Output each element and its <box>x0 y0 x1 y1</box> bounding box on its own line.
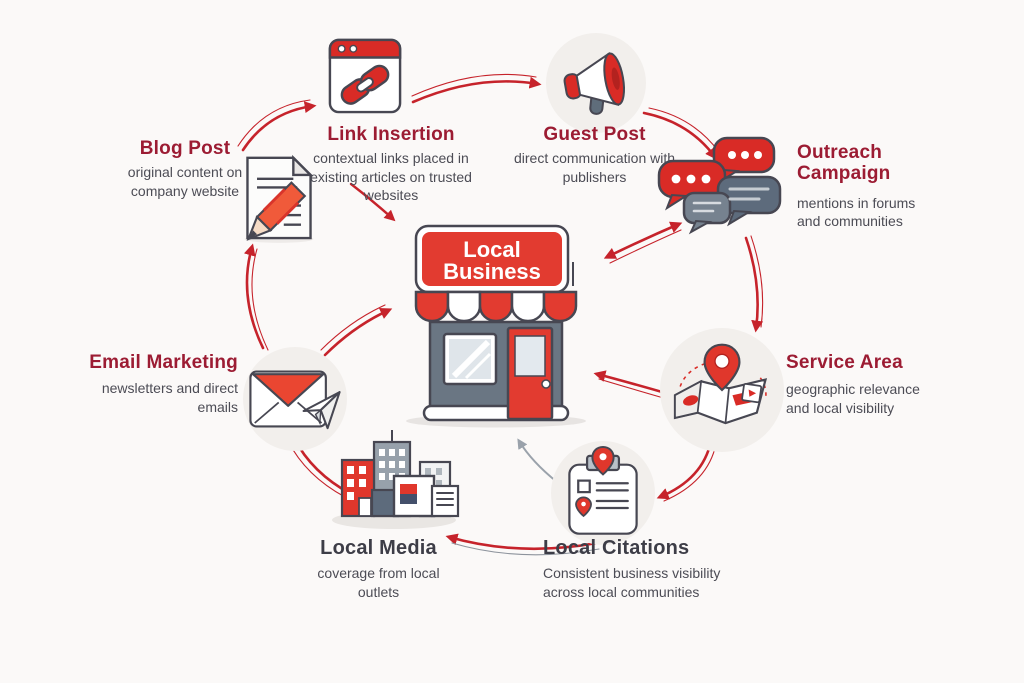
arrow-blog-to-link-line2 <box>237 99 311 147</box>
map-pin-icon <box>673 343 768 425</box>
megaphone-icon <box>563 51 625 115</box>
outreach-campaign-title: Outreach Campaign <box>797 142 891 185</box>
arrow-outreach-to-service <box>744 236 764 333</box>
arrow-center-outreach-twoway-line2 <box>609 229 682 264</box>
arrow-link-to-guest <box>411 76 542 104</box>
email-marketing-title: Email Marketing <box>89 352 238 373</box>
document-pencil-icon <box>244 154 314 243</box>
guest-post-description: direct communication with publishers <box>513 150 676 185</box>
chat-bubbles-icon <box>657 136 782 235</box>
local-media-description: coverage from local outlets <box>317 565 440 600</box>
envelope-paper-plane-icon <box>249 370 341 430</box>
arrow-email-to-blog <box>243 243 265 350</box>
local-citations-title: Local Citations <box>543 537 690 559</box>
arrow-center-outreach-twoway <box>603 221 683 259</box>
service-area-icon-wrap <box>660 328 784 452</box>
node-email-marketing: Email Marketing newsletters and direct e… <box>88 352 238 416</box>
node-service-area: Service Area geographic relevance and lo… <box>786 352 928 417</box>
arrow-email-to-blog-line2 <box>251 248 269 351</box>
guest-post-icon-wrap <box>546 33 646 133</box>
blog-post-icon-wrap <box>236 146 322 246</box>
browser-link-icon <box>328 38 402 114</box>
arrow-email-to-center <box>323 308 393 357</box>
outreach-icon-wrap <box>657 136 786 235</box>
arrow-guest-to-outreach-line2 <box>648 107 720 153</box>
link-insertion-title: Link Insertion <box>327 124 455 145</box>
outreach-campaign-description: mentions in forums and communities <box>797 194 916 229</box>
storefront-icon: Local Business <box>406 224 586 428</box>
link-insertion-description: contextual links placed in existing arti… <box>310 150 472 204</box>
arrow-link-to-center <box>349 182 396 222</box>
local-media-icon-wrap <box>328 428 460 532</box>
city-buildings-icon <box>332 430 460 529</box>
node-local-citations: Local Citations Consistent business visi… <box>543 537 753 601</box>
local-citations-description: Consistent business visibility across lo… <box>543 565 721 600</box>
arrow-citations-to-center-gray <box>517 438 558 483</box>
blog-post-description: original content on company website <box>127 164 243 199</box>
blog-post-title: Blog Post <box>139 138 231 159</box>
service-area-title: Service Area <box>786 352 903 373</box>
local-business-storefront: Local Business <box>400 220 592 430</box>
node-outreach-campaign: Outreach Campaign mentions in forums and… <box>797 142 925 230</box>
arrow-citations-to-media <box>445 533 599 551</box>
local-citations-icon-wrap <box>551 441 655 545</box>
node-guest-post: Guest Post direct communication with pub… <box>502 124 687 186</box>
arrow-email-to-center-line2 <box>320 304 386 351</box>
arrow-blog-to-link <box>241 101 317 152</box>
email-marketing-icon-wrap <box>243 347 347 451</box>
service-area-description: geographic relevance and local visibilit… <box>786 381 920 416</box>
arrow-link-to-guest-line2 <box>411 73 537 97</box>
node-blog-post: Blog Post original content on company we… <box>105 138 265 200</box>
arrow-citations-to-media-line2 <box>451 542 600 556</box>
email-marketing-description: newsletters and direct emails <box>101 380 238 415</box>
arrow-outreach-to-service-line2 <box>750 235 764 328</box>
arrow-guest-to-outreach <box>642 111 718 160</box>
local-media-title: Local Media <box>320 537 437 559</box>
storefront-sign-line1: Local <box>463 237 520 262</box>
node-local-media: Local Media coverage from local outlets <box>296 537 461 601</box>
storefront-sign-line2: Business <box>443 259 541 284</box>
node-link-insertion: Link Insertion contextual links placed i… <box>300 124 482 205</box>
link-insertion-icon-wrap <box>327 36 403 116</box>
guest-post-title: Guest Post <box>543 124 646 145</box>
arrow-service-to-center-line2 <box>598 378 668 400</box>
arrow-service-to-center <box>593 370 671 396</box>
clipboard-pin-icon <box>568 446 638 535</box>
